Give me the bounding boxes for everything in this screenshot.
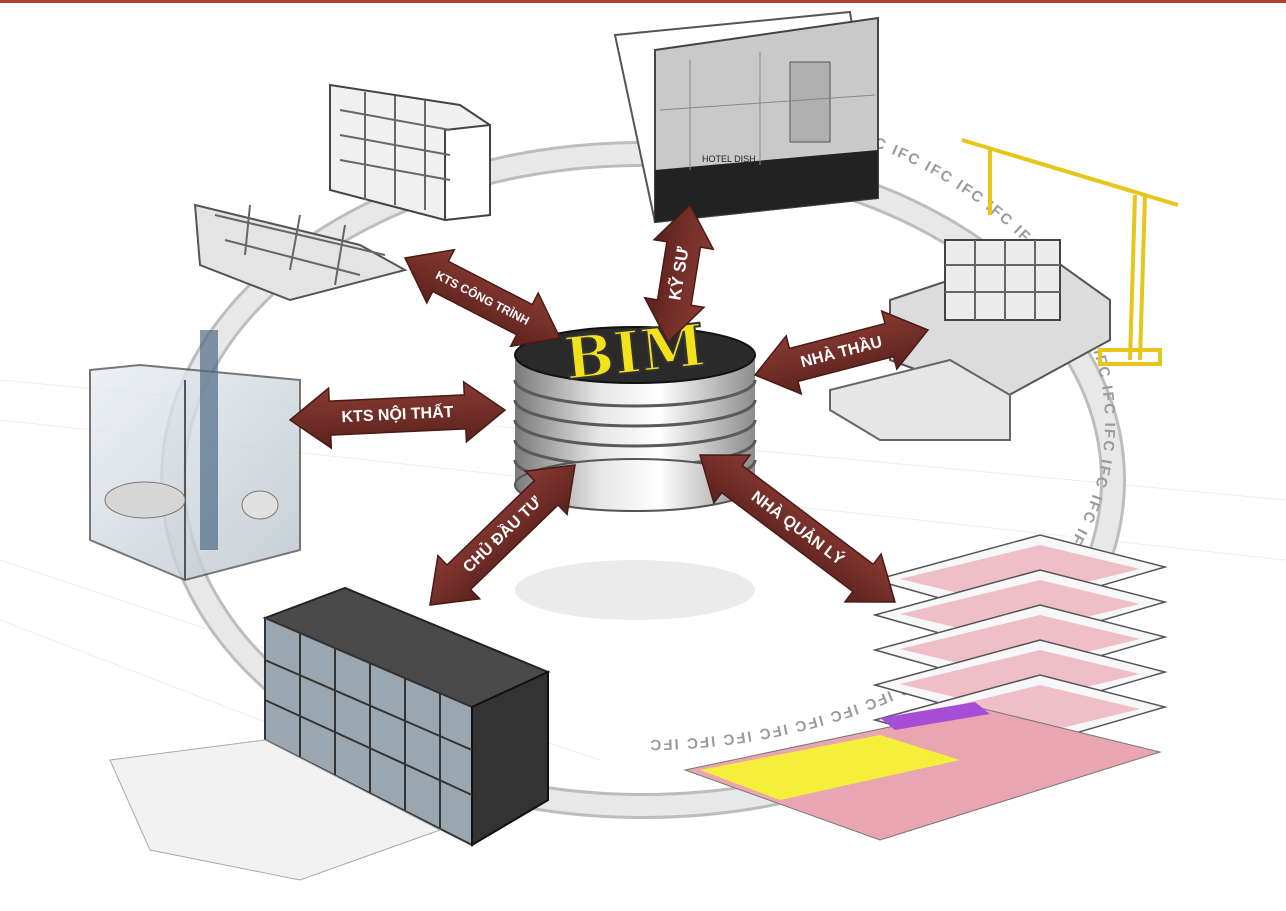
arrow-shape [403,248,562,348]
role-label-nha-quan-ly: NHÀ QUẢN LÝ [748,487,848,569]
disc-separator [513,419,757,448]
engineer-drawing-panel: HOTEL DISH [613,10,880,224]
arrow-ky-su: KỸ SƯ [643,203,715,344]
arrow-kts-noi-that: KTS NỘI THẤT [288,380,507,450]
arrow-shape [288,380,507,450]
floor-plan-stack [683,534,1168,841]
drawing-label: HOTEL DISH [702,154,756,164]
floor-plan-rooms [900,545,1140,603]
role-label-chu-dau-tu: CHỦ ĐẦU TƯ [459,492,546,577]
arrow-shape [643,203,715,344]
arrow-shape [429,464,576,606]
facade-building-model [109,586,551,881]
floor-plan-rooms [900,615,1140,673]
disc-separator [513,399,757,428]
construction-site-model [829,138,1179,441]
floor-plan-rooms [900,580,1140,638]
structure-frame-model [193,83,491,302]
interior-room-model [89,330,301,582]
arrow-shape [753,309,930,396]
arrow-shape [699,454,896,603]
floor-plan-rooms [900,650,1140,708]
top-rule [0,0,1286,3]
disc-separator [513,379,757,408]
